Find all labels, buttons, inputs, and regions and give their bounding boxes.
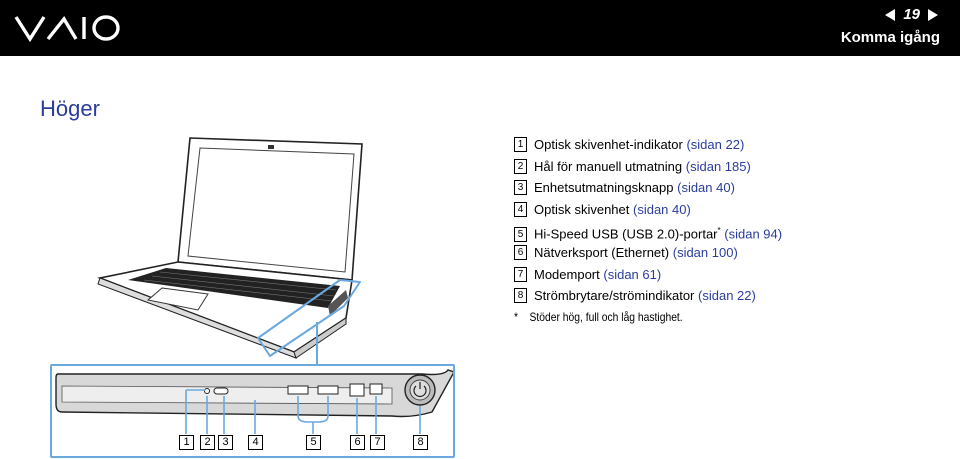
- page-reference-link[interactable]: (sidan 40): [677, 180, 735, 196]
- previous-page-arrow-icon[interactable]: [883, 8, 897, 22]
- diagram-marker: 5: [306, 435, 321, 450]
- page-reference-link[interactable]: (sidan 22): [698, 288, 756, 304]
- diagram-marker: 1: [179, 435, 194, 450]
- right-side-view-diagram: 1 2 3 4 5 6 7 8: [50, 364, 455, 458]
- page-reference-link[interactable]: (sidan 22): [686, 137, 745, 152]
- callout-connector: [316, 322, 318, 366]
- page-number: 19: [903, 6, 920, 23]
- section-title: Komma igång: [840, 29, 940, 46]
- footnote: *Stöder hög, full och låg hastighet.: [514, 309, 683, 324]
- next-page-arrow-icon[interactable]: [926, 8, 940, 22]
- diagram-marker: 4: [248, 435, 263, 450]
- diagram-marker: 2: [200, 435, 215, 450]
- page-reference-link[interactable]: (sidan 61): [603, 266, 662, 282]
- vaio-logo: [14, 15, 120, 43]
- diagram-marker: 8: [413, 435, 428, 450]
- page-reference-link[interactable]: (sidan 94): [724, 226, 783, 242]
- side-view-illustration: [55, 369, 453, 434]
- page-reference-link[interactable]: (sidan 40): [633, 201, 691, 217]
- page-reference-link[interactable]: (sidan 185): [685, 158, 751, 174]
- diagram-marker: 3: [218, 435, 233, 450]
- laptop-illustration: [97, 137, 363, 359]
- diagram-marker: 7: [370, 435, 385, 450]
- page-heading: Höger: [40, 96, 100, 121]
- page-navigation: 19: [883, 6, 940, 23]
- header-bar: 19 Komma igång: [0, 0, 960, 56]
- page-reference-link[interactable]: (sidan 100): [672, 244, 738, 260]
- diagram-marker: 6: [350, 435, 365, 450]
